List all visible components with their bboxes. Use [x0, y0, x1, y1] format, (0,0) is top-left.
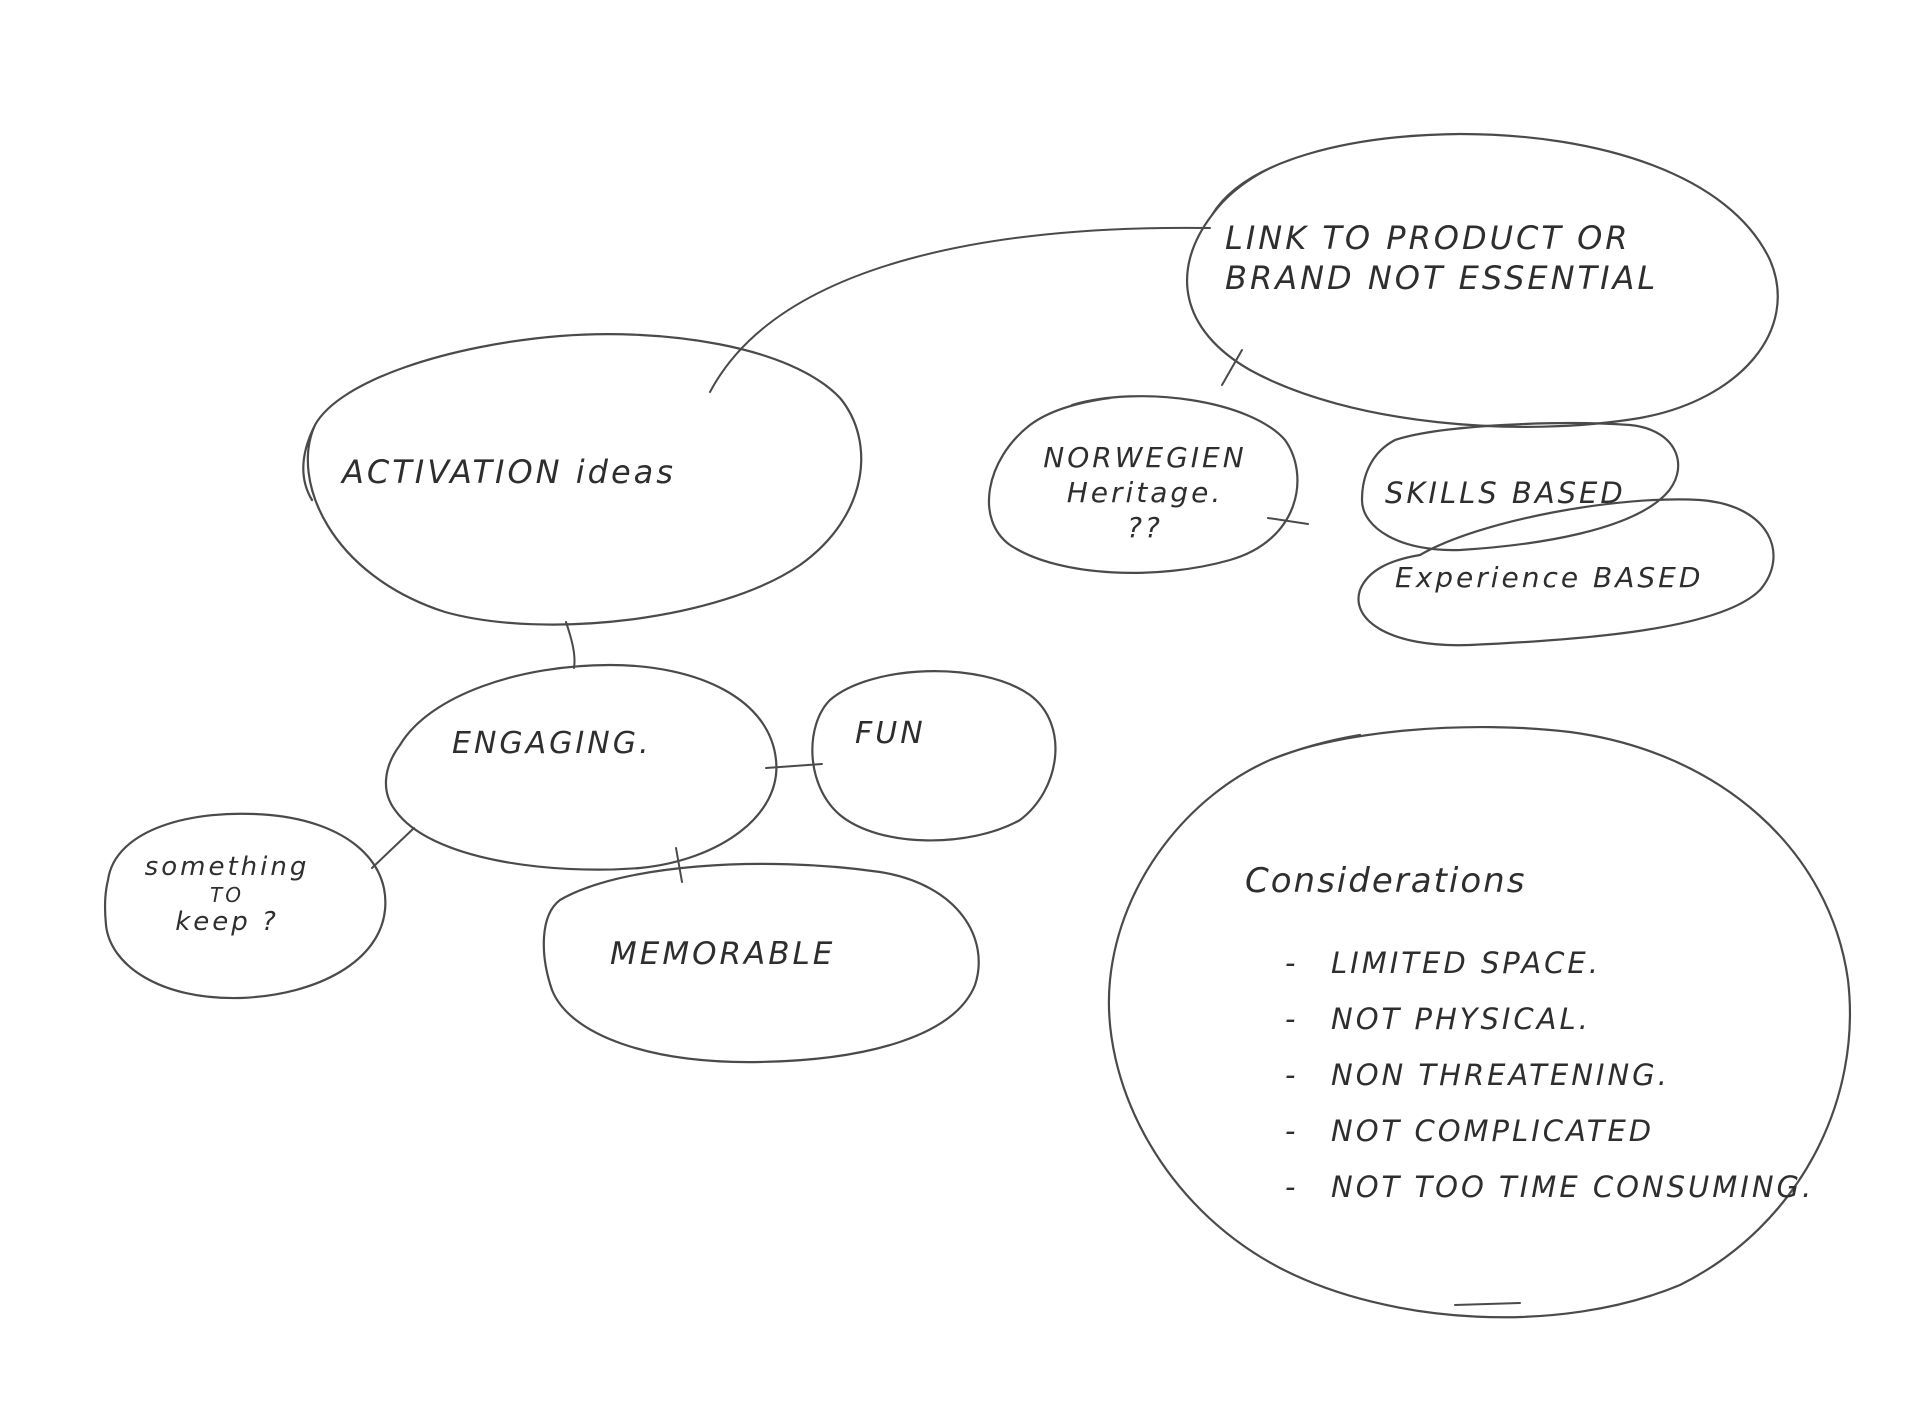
engaging-bubble: [384, 663, 778, 871]
norwegian-heritage-line-3: ??: [1127, 511, 1163, 544]
norwegian-heritage-bubble: [987, 395, 1299, 574]
something-to-keep-bubble: [103, 812, 387, 1000]
considerations-bubble: [1107, 725, 1852, 1319]
considerations-item: -NON THREATENING.: [1285, 1058, 1670, 1092]
memorable-label: MEMORABLE: [610, 936, 836, 972]
considerations-item-text: NOT TOO TIME CONSUMING.: [1331, 1170, 1815, 1204]
norwegian-heritage-line-1: NORWEGIEN: [1043, 441, 1247, 474]
something-to-keep-line-2: TO: [210, 883, 244, 908]
considerations-item: -LIMITED SPACE.: [1285, 946, 1601, 980]
fun-bubble: [811, 670, 1057, 842]
considerations-title: Considerations: [1245, 861, 1527, 901]
link-to-product-label: LINK TO PRODUCT OR BRAND NOT ESSENTIAL: [1225, 218, 1658, 298]
skills-based-bubble: [1360, 422, 1680, 552]
link-to-product-line-2: BRAND NOT ESSENTIAL: [1225, 259, 1659, 297]
something-to-keep-line-3: keep ?: [175, 907, 279, 938]
skills-based-label: SKILLS BASED: [1385, 476, 1626, 510]
pen-tail-considerations: [1454, 1302, 1521, 1306]
connector-engaging-to-something: [371, 827, 415, 869]
connector-link-to-norwegian: [1221, 349, 1243, 386]
experience-based-bubble: [1357, 498, 1775, 647]
considerations-item-text: NON THREATENING.: [1331, 1058, 1670, 1092]
considerations-item-text: NOT COMPLICATED: [1331, 1114, 1655, 1148]
activation-ideas-label: ACTIVATION ideas: [342, 453, 676, 491]
link-to-product-line-1: LINK TO PRODUCT OR: [1225, 219, 1631, 257]
considerations-item-text: LIMITED SPACE.: [1331, 946, 1601, 980]
experience-based-label: Experience BASED: [1395, 561, 1704, 594]
considerations-item-text: NOT PHYSICAL.: [1331, 1002, 1591, 1036]
considerations-item: -NOT TOO TIME CONSUMING.: [1285, 1170, 1815, 1204]
something-to-keep-label: something TO keep ?: [112, 852, 342, 938]
connector-engaging-to-memorable: [675, 847, 683, 883]
considerations-item: -NOT PHYSICAL.: [1285, 1002, 1591, 1036]
norwegian-heritage-line-2: Heritage.: [1066, 476, 1224, 509]
connector-norwegian-to-skills: [1267, 517, 1309, 525]
considerations-list: -LIMITED SPACE. -NOT PHYSICAL. -NON THRE…: [1285, 935, 1814, 1215]
something-to-keep-line-1: something: [144, 852, 310, 882]
connector-activation-to-engaging: [565, 621, 576, 669]
engaging-label: ENGAGING.: [452, 726, 652, 761]
link-to-product-bubble: [1185, 132, 1779, 428]
fun-label: FUN: [855, 716, 926, 751]
connector-activation-to-link: [709, 226, 1211, 393]
memorable-bubble: [542, 862, 980, 1064]
considerations-item: -NOT COMPLICATED: [1285, 1114, 1655, 1148]
norwegian-heritage-label: NORWEGIEN Heritage. ??: [1030, 440, 1260, 545]
activation-ideas-bubble: [302, 333, 863, 626]
